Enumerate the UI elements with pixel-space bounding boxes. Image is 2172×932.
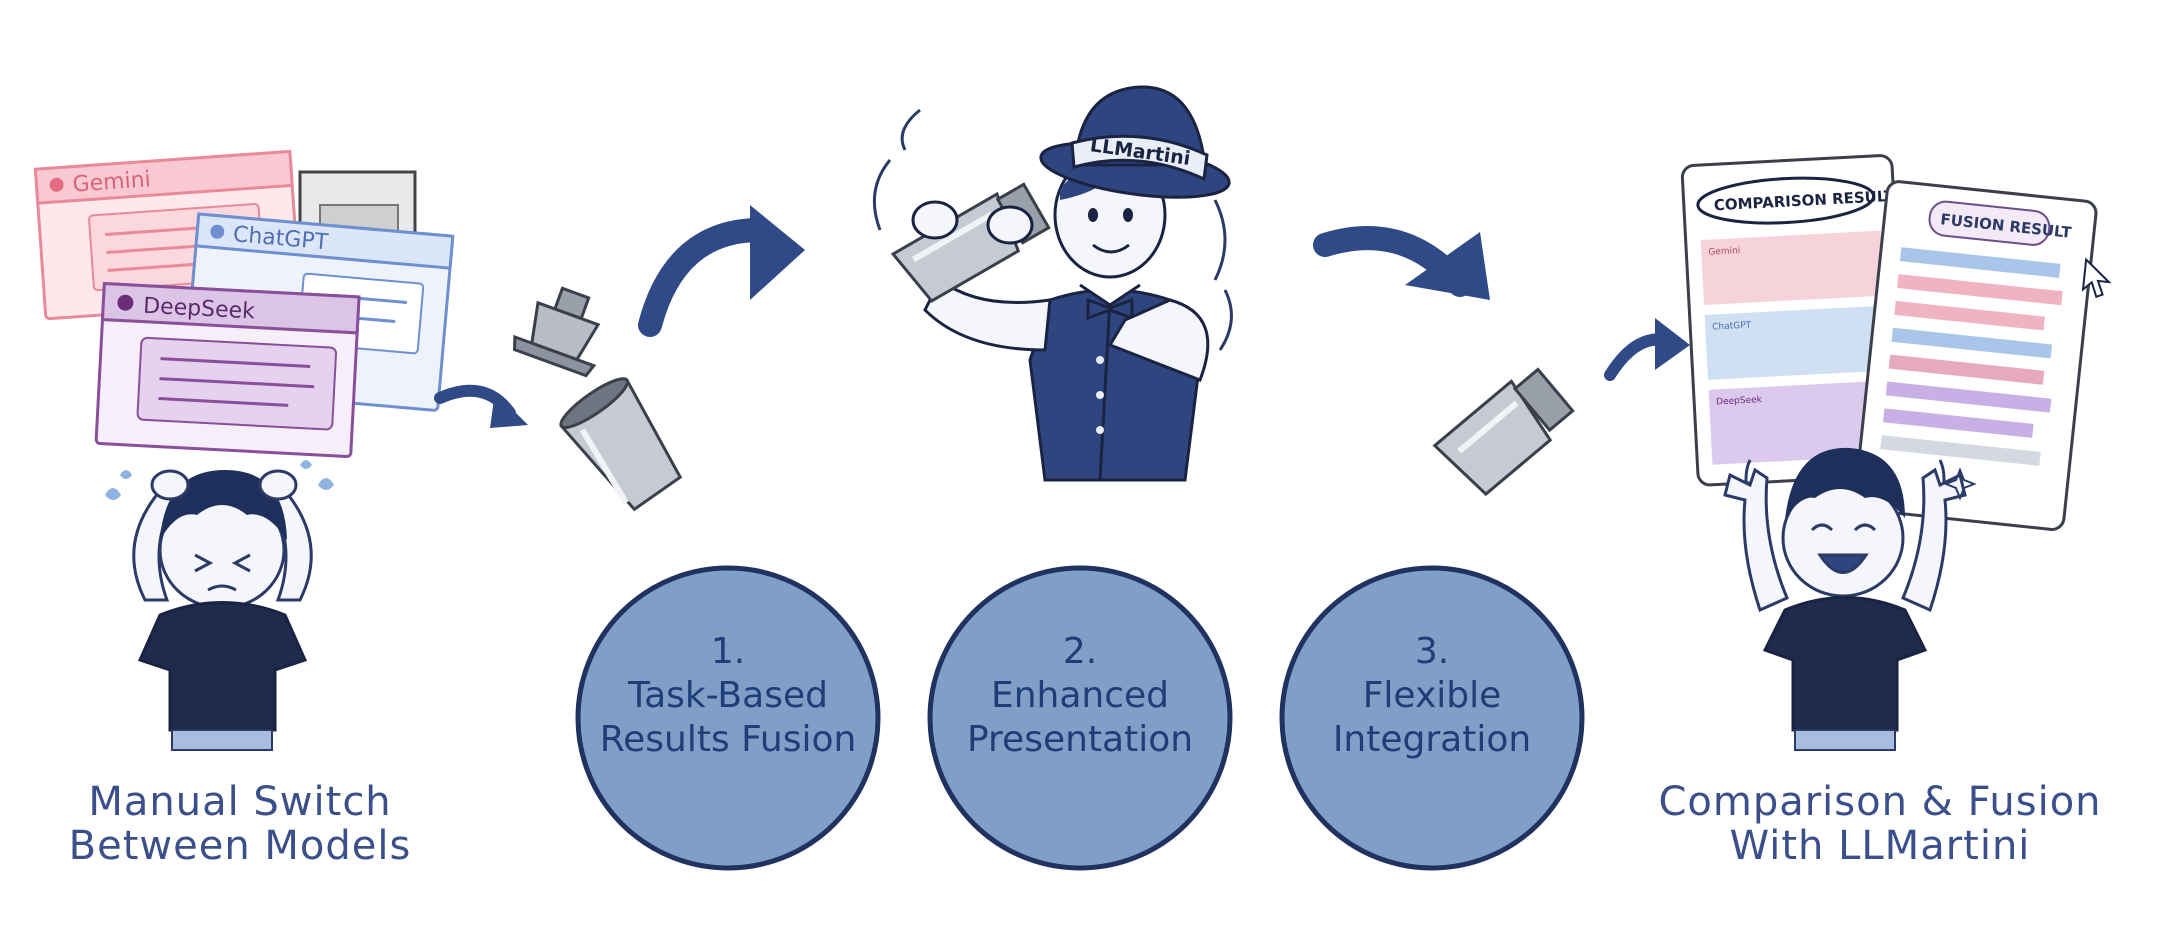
right-caption-line1: Comparison & Fusion	[1658, 779, 2102, 825]
feature-circle-2	[927, 565, 1233, 871]
right-caption: Comparison & Fusion With LLMartini	[1620, 780, 2140, 868]
curved-arrow-left	[638, 205, 805, 337]
right-shaker-icon	[1432, 367, 1575, 497]
model-windows-stack: Gemini ChatGPT DeepSeek	[33, 149, 455, 458]
bartender-illustration: LLMartini	[872, 85, 1233, 482]
comparison-section-deepseek: DeepSeek	[1716, 395, 1763, 407]
feature-1-text: 1. Task-Based Results Fusion	[578, 630, 878, 762]
chatgpt-dot-icon	[210, 224, 225, 239]
feature-2-line2: Presentation	[966, 719, 1194, 760]
comparison-section-chatgpt: ChatGPT	[1712, 321, 1752, 333]
arrow-to-shaker	[434, 384, 528, 428]
left-caption-line2: Between Models	[68, 823, 412, 869]
feature-1-line1: Task-Based	[628, 675, 828, 716]
cocktail-shaker-icon	[890, 182, 1051, 303]
right-caption-line2: With LLMartini	[1729, 823, 2031, 869]
arrow-to-results	[1604, 318, 1690, 381]
feature-3-line1: Flexible	[1362, 675, 1502, 716]
gemini-window-title: Gemini	[72, 167, 152, 197]
fusion-result-document: FUSION RESULT	[1853, 180, 2112, 531]
happy-boy-illustration	[1723, 447, 1977, 751]
feature-2-line1: Enhanced	[990, 675, 1170, 716]
feature-3-line2: Integration	[1332, 719, 1532, 760]
feature-3-text: 3. Flexible Integration	[1282, 630, 1582, 762]
cursor-icon	[2081, 257, 2112, 299]
deepseek-window-title: DeepSeek	[143, 294, 256, 325]
left-caption-line1: Manual Switch	[88, 779, 392, 825]
feature-1-line2: Results Fusion	[599, 719, 857, 760]
feature-circles	[575, 565, 1585, 871]
comparison-result-document: COMPARISON RESULT Gemini ChatGPT DeepSee…	[1680, 154, 1910, 487]
curved-arrow-right	[1313, 226, 1490, 300]
feature-circle-1	[575, 565, 881, 871]
feature-2-text: 2. Enhanced Presentation	[930, 630, 1230, 762]
shaker-parts-icon	[513, 286, 683, 512]
feature-3-number: 3.	[1414, 631, 1450, 672]
deepseek-dot-icon	[117, 294, 134, 311]
feature-2-number: 2.	[1062, 631, 1098, 672]
feature-1-number: 1.	[710, 631, 746, 672]
feature-circle-3	[1279, 565, 1585, 871]
bartender-hat: LLMartini	[1039, 85, 1231, 199]
sparkle-icon	[1943, 467, 1977, 501]
deepseek-window: DeepSeek	[94, 281, 361, 458]
gemini-dot-icon	[49, 177, 64, 192]
left-caption: Manual Switch Between Models	[40, 780, 440, 868]
frustrated-boy-illustration	[105, 460, 334, 751]
comparison-section-gemini: Gemini	[1708, 246, 1740, 258]
